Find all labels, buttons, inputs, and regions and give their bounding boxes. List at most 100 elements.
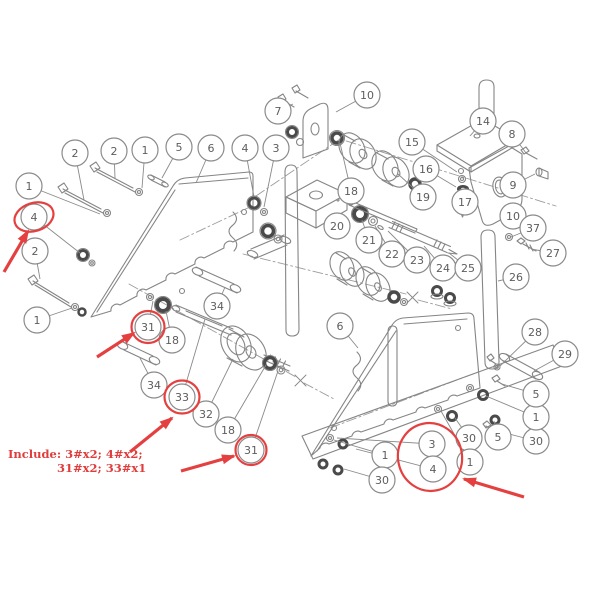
svg-text:8: 8 [509,128,516,141]
svg-text:22: 22 [385,248,399,261]
highlights-layer [13,201,464,493]
callout-17: 17 [451,188,479,216]
arrows-layer [2,229,525,499]
callout-7: 7 [264,97,292,125]
callout-34: 34 [203,292,231,320]
callout-1: 1 [371,441,399,469]
callout-1: 1 [131,136,159,164]
svg-text:16: 16 [419,163,433,176]
highlight-ellipse [13,201,55,233]
svg-text:27: 27 [546,247,560,260]
support-bar-26 [480,229,537,370]
svg-text:1: 1 [142,144,149,157]
svg-text:33: 33 [175,391,189,404]
callout-1: 1 [15,172,43,200]
svg-text:24: 24 [436,262,450,275]
svg-text:1: 1 [533,411,540,424]
svg-text:10: 10 [360,89,374,102]
x-break-marks [294,291,419,387]
callout-32: 32 [192,400,220,428]
callout-2: 2 [21,237,49,265]
callout-31: 31 [237,436,265,464]
highlight-arrow [96,331,136,359]
svg-text:3: 3 [273,142,280,155]
callout-18: 18 [158,326,186,354]
callout-28: 28 [521,318,549,346]
left-bolts [27,161,169,317]
svg-text:5: 5 [176,141,183,154]
svg-text:18: 18 [344,185,358,198]
svg-text:7: 7 [275,105,282,118]
svg-text:14: 14 [476,115,490,128]
callout-20: 20 [323,212,351,240]
svg-text:18: 18 [221,424,235,437]
callout-16: 16 [412,155,440,183]
svg-text:17: 17 [458,196,472,209]
callout-21: 21 [355,226,383,254]
svg-text:2: 2 [72,147,79,160]
roller-pair-mid [329,251,457,307]
callout-18: 18 [214,416,242,444]
svg-text:30: 30 [529,435,543,448]
callout-15: 15 [398,128,426,156]
plate-left [90,171,254,318]
callout-19: 19 [409,183,437,211]
callout-31: 31 [134,313,162,341]
callout-1: 1 [522,403,550,431]
svg-text:1: 1 [382,449,389,462]
svg-text:29: 29 [558,348,572,361]
svg-text:1: 1 [467,456,474,469]
callout-10: 10 [499,202,527,230]
callout-2: 2 [61,139,89,167]
svg-text:34: 34 [147,379,161,392]
callout-34: 34 [140,371,168,399]
svg-text:1: 1 [26,180,33,193]
svg-text:5: 5 [533,388,540,401]
callout-4: 4 [231,134,259,162]
include-note-line1: Include: 3#x2; 4#x2; [8,447,143,461]
svg-text:9: 9 [510,179,517,192]
callout-18: 18 [337,177,365,205]
highlight-ellipse [163,379,201,415]
svg-text:5: 5 [495,431,502,444]
callout-9: 9 [499,171,527,199]
callout-4: 4 [20,203,48,231]
highlight-ellipse [234,433,268,467]
highlight-arrow [180,454,236,473]
callout-29: 29 [551,340,579,368]
svg-text:6: 6 [337,320,344,333]
bottom-fasteners [317,352,544,476]
screw-27-head [516,237,526,245]
linework [27,79,563,476]
svg-text:15: 15 [405,136,419,149]
callout-2: 2 [100,137,128,165]
callout-22: 22 [378,240,406,268]
svg-text:1: 1 [34,314,41,327]
svg-text:21: 21 [362,234,376,247]
svg-text:4: 4 [242,142,249,155]
callout-8: 8 [498,120,526,148]
svg-text:20: 20 [330,220,344,233]
callout-30: 30 [522,427,550,455]
callout-24: 24 [429,254,457,282]
svg-text:31: 31 [141,321,155,334]
callout-5: 5 [522,380,550,408]
callout-6: 6 [197,134,225,162]
callout-1: 1 [456,448,484,476]
svg-text:37: 37 [526,222,540,235]
svg-text:18: 18 [165,334,179,347]
svg-text:30: 30 [462,432,476,445]
svg-text:28: 28 [528,326,542,339]
callout-4: 4 [419,455,447,483]
shaft-mid [246,200,458,260]
highlight-arrow [128,416,174,454]
highlight-ellipse [130,309,166,345]
svg-text:10: 10 [506,210,520,223]
svg-text:25: 25 [461,262,475,275]
callout-26: 26 [502,263,530,291]
callout-3: 3 [418,430,446,458]
callout-14: 14 [469,107,497,135]
callout-30: 30 [368,466,396,494]
callout-23: 23 [403,246,431,274]
